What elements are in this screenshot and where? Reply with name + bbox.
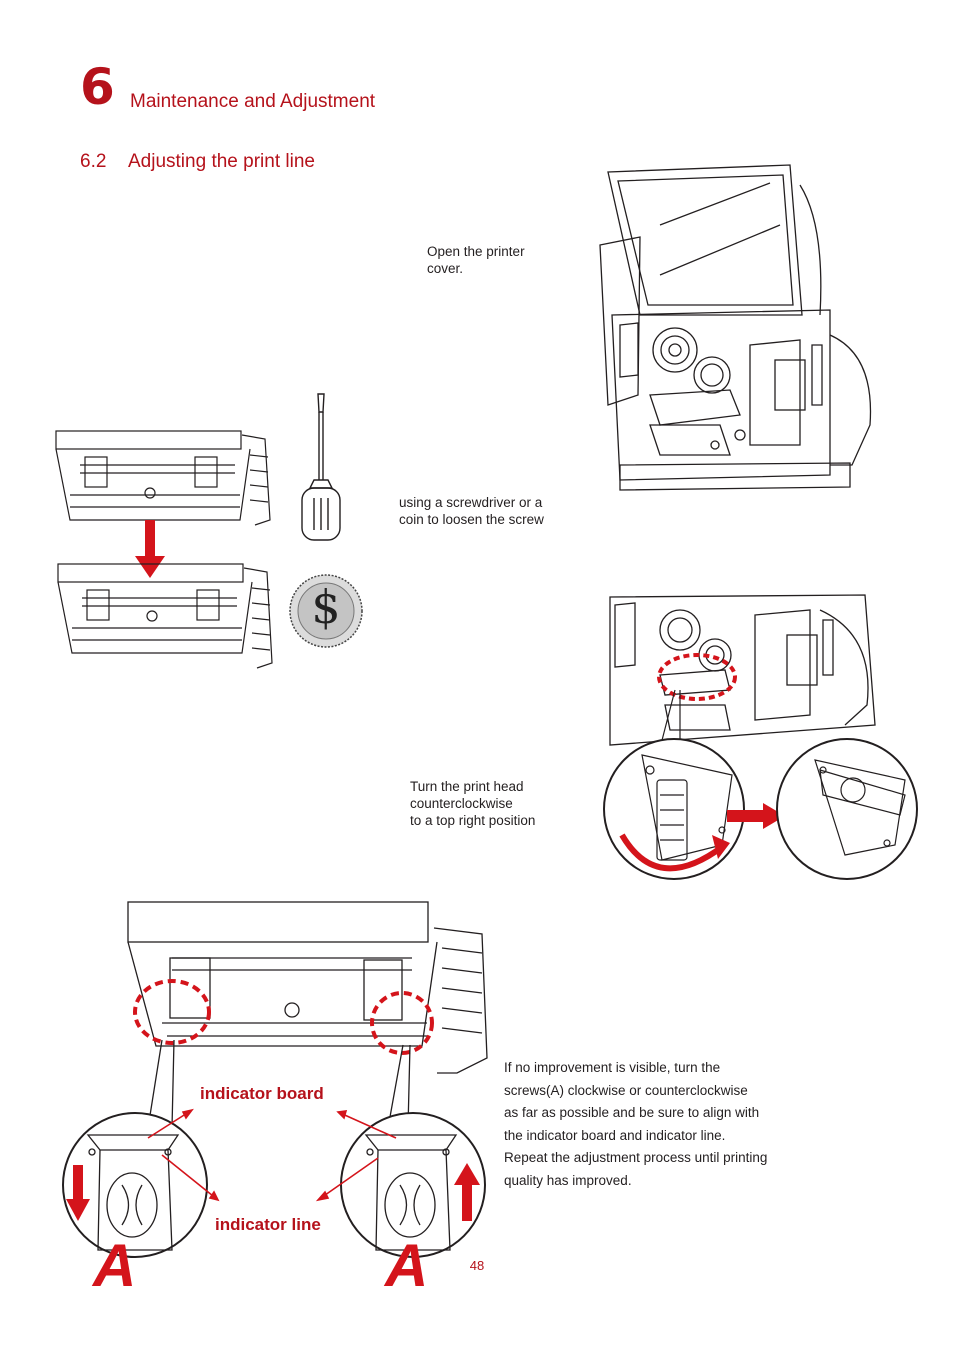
section-title: Adjusting the print line — [128, 151, 315, 172]
printhead-assembly-bottom — [57, 563, 273, 669]
indicator-pointers — [147, 1108, 397, 1202]
zoom-screw-a-right — [340, 1112, 486, 1258]
printer-mechanism-illustration — [609, 594, 876, 746]
coin-icon — [289, 574, 363, 648]
right-arrow — [727, 803, 785, 829]
printer-open-cover-illustration — [599, 164, 872, 491]
up-arrow-a — [454, 1163, 480, 1221]
zoom-screw-a-left — [62, 1112, 208, 1258]
step-turn-head: Turn the print head counterclockwise to … — [410, 779, 536, 828]
printhead-assembly-top — [55, 430, 271, 526]
zoom-rotate-head — [603, 738, 745, 880]
down-arrow-a — [66, 1165, 90, 1221]
printhead-closeup — [127, 901, 488, 1074]
step-open-cover: Open the printer cover. — [427, 244, 525, 276]
page-number: 48 — [469, 1258, 485, 1273]
chapter-number: 6 — [80, 58, 115, 116]
indicator-board-label: indicator board — [200, 1084, 324, 1103]
screw-a-label-left: A — [93, 1232, 137, 1299]
step-adjust: If no improvement is visible, turn the s… — [504, 1060, 768, 1188]
screw-a-label-right: A — [385, 1232, 429, 1299]
screwdriver-icon — [301, 393, 341, 541]
zoom-top-right-position — [776, 738, 918, 880]
indicator-line-label: indicator line — [215, 1215, 321, 1234]
step-loosen-screw: using a screwdriver or a coin to loosen … — [399, 495, 544, 527]
down-arrow — [135, 520, 165, 578]
chapter-title: Maintenance and Adjustment — [130, 91, 376, 112]
coin-symbol: $ — [311, 580, 341, 634]
section-number: 6.2 — [80, 151, 107, 172]
